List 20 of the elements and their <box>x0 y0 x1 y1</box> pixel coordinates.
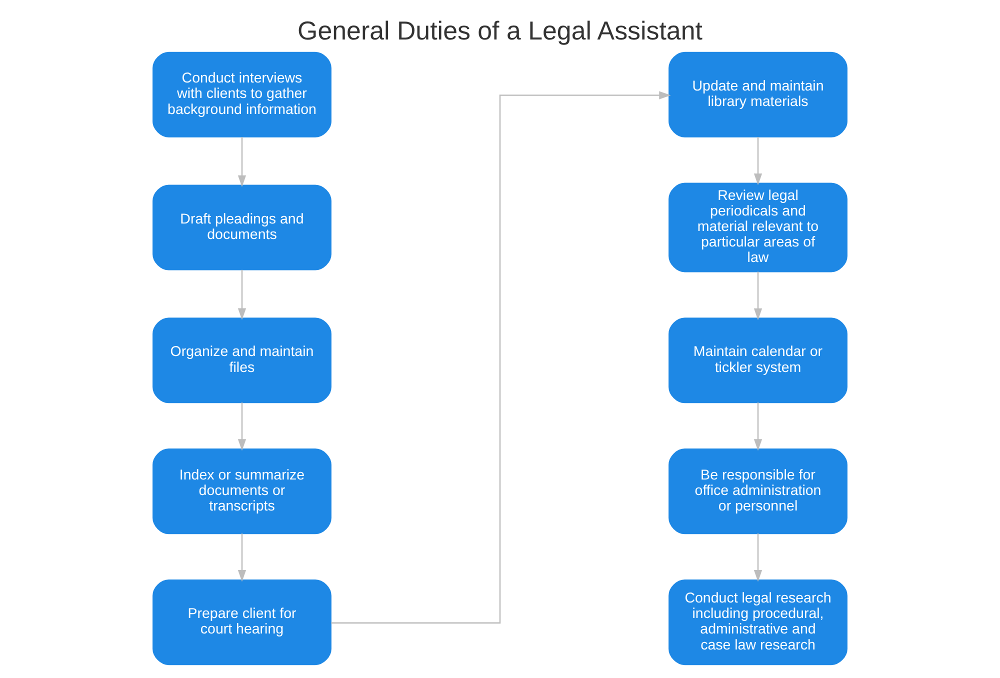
arrow <box>754 402 762 451</box>
node-box: Be responsible for office administration or personnel <box>668 448 848 534</box>
arrow <box>238 402 246 451</box>
node-box: Conduct legal research including procedural, administrative and case law research <box>668 580 848 666</box>
node-box: Maintain calendar or tickler system <box>668 318 848 404</box>
node-box: Update and maintain library materials <box>668 52 848 138</box>
node-box: Index or summarize documents or transcripts <box>152 448 332 534</box>
node-box: Draft pleadings and documents <box>152 184 332 270</box>
node-box: Review legal periodicals and material relevant to particular areas of law <box>668 182 848 272</box>
arrow <box>238 534 246 582</box>
arrow <box>754 137 762 186</box>
arrow <box>754 534 762 582</box>
arrow <box>238 137 246 187</box>
node-box: Organize and maintain files <box>152 318 332 404</box>
arrow <box>238 270 246 320</box>
arrow <box>331 91 671 624</box>
node-box: Prepare client for court hearing <box>152 580 332 666</box>
arrow <box>754 272 762 320</box>
node-box: Conduct interviews with clients to gather background information <box>152 52 332 138</box>
diagram-title: General Duties of a Legal Assistant <box>298 18 702 46</box>
